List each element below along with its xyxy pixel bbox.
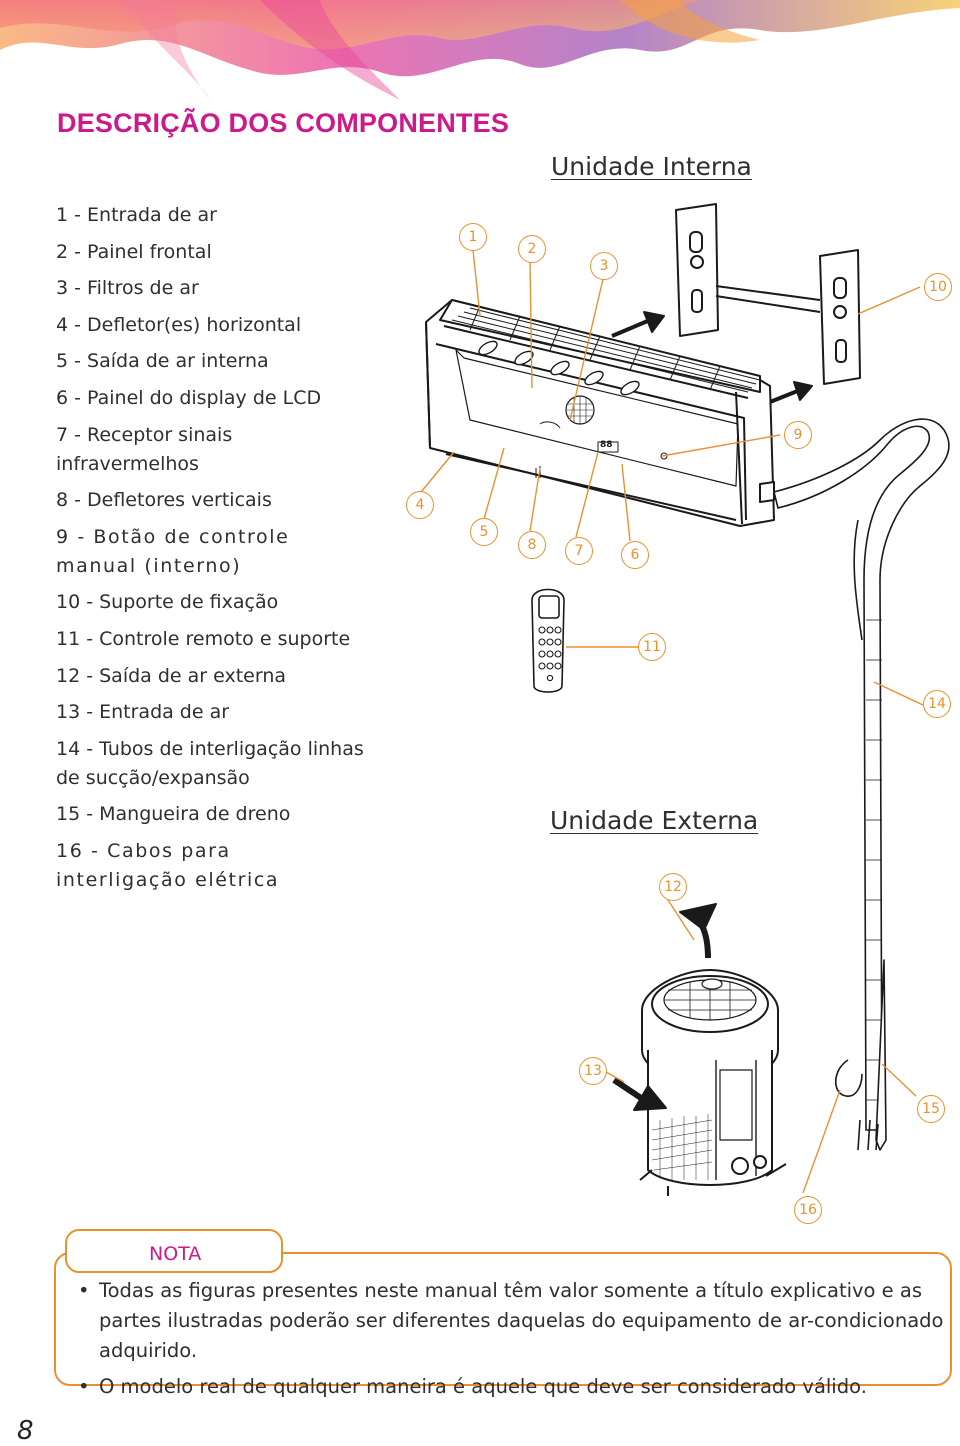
callout-14: 14 <box>923 690 951 718</box>
note-list: Todas as figuras presentes neste manual … <box>78 1276 948 1408</box>
note-tab: NOTA <box>65 1229 283 1273</box>
decorative-banner <box>0 0 960 100</box>
mounting-bracket-icon <box>675 203 861 385</box>
callout-2: 2 <box>518 235 546 263</box>
callout-8: 8 <box>518 531 546 559</box>
list-item: 4 - Defletor(es) horizontal <box>56 313 302 336</box>
callout-5: 5 <box>470 518 498 546</box>
outdoor-unit-title: Unidade Externa <box>550 806 759 835</box>
callout-15: 15 <box>917 1095 945 1123</box>
list-item: 11 - Controle remoto e suporte <box>56 627 351 650</box>
indoor-unit-illustration <box>425 299 775 527</box>
list-item: 2 - Painel frontal <box>56 240 212 263</box>
outdoor-unit-illustration <box>612 903 787 1196</box>
callout-13: 13 <box>579 1057 607 1085</box>
callout-1: 1 <box>459 223 487 251</box>
page-number: 8 <box>17 1416 34 1446</box>
callout-12: 12 <box>659 873 687 901</box>
list-item: 8 - Defletores verticais <box>56 489 272 512</box>
list-item: 7 - Receptor sinais infravermelhos <box>56 423 233 475</box>
callout-11: 11 <box>638 633 666 661</box>
page-title: DESCRIÇÃO DOS COMPONENTES <box>57 108 510 138</box>
list-item: 13 - Entrada de ar <box>56 701 230 724</box>
list-item: 6 - Painel do display de LCD <box>56 386 322 409</box>
callout-10: 10 <box>924 273 952 301</box>
indoor-display-label: 88 <box>600 440 613 450</box>
callout-9: 9 <box>784 421 812 449</box>
note-label: NOTA <box>149 1243 202 1265</box>
note-item: Todas as figuras presentes neste manual … <box>78 1276 948 1366</box>
list-item: 12 - Saída de ar externa <box>56 664 287 687</box>
callout-16: 16 <box>794 1196 822 1224</box>
list-item: 15 - Mangueira de dreno <box>56 803 291 826</box>
list-item: 9 - Botão de controle manual (interno) <box>56 525 290 577</box>
list-item: 10 - Suporte de fixação <box>56 591 279 614</box>
list-item: 5 - Saída de ar interna <box>56 350 269 373</box>
callout-7: 7 <box>565 537 593 565</box>
note-item: O modelo real de qualquer maneira é aque… <box>78 1372 948 1402</box>
list-item: 14 - Tubos de interligação linhas de suc… <box>56 737 364 789</box>
callout-6: 6 <box>621 541 649 569</box>
list-item: 1 - Entrada de ar <box>56 204 217 226</box>
component-list: 1 - Entrada de ar 2 - Painel frontal 3 -… <box>56 201 366 903</box>
callout-4: 4 <box>406 491 434 519</box>
list-item: 16 - Cabos para interligação elétrica <box>56 839 280 891</box>
remote-control-illustration <box>531 588 565 693</box>
callout-3: 3 <box>590 252 618 280</box>
interconnection-pipe-illustration <box>773 418 950 1151</box>
list-item: 3 - Filtros de ar <box>56 277 199 300</box>
indoor-unit-title: Unidade Interna <box>551 152 752 181</box>
